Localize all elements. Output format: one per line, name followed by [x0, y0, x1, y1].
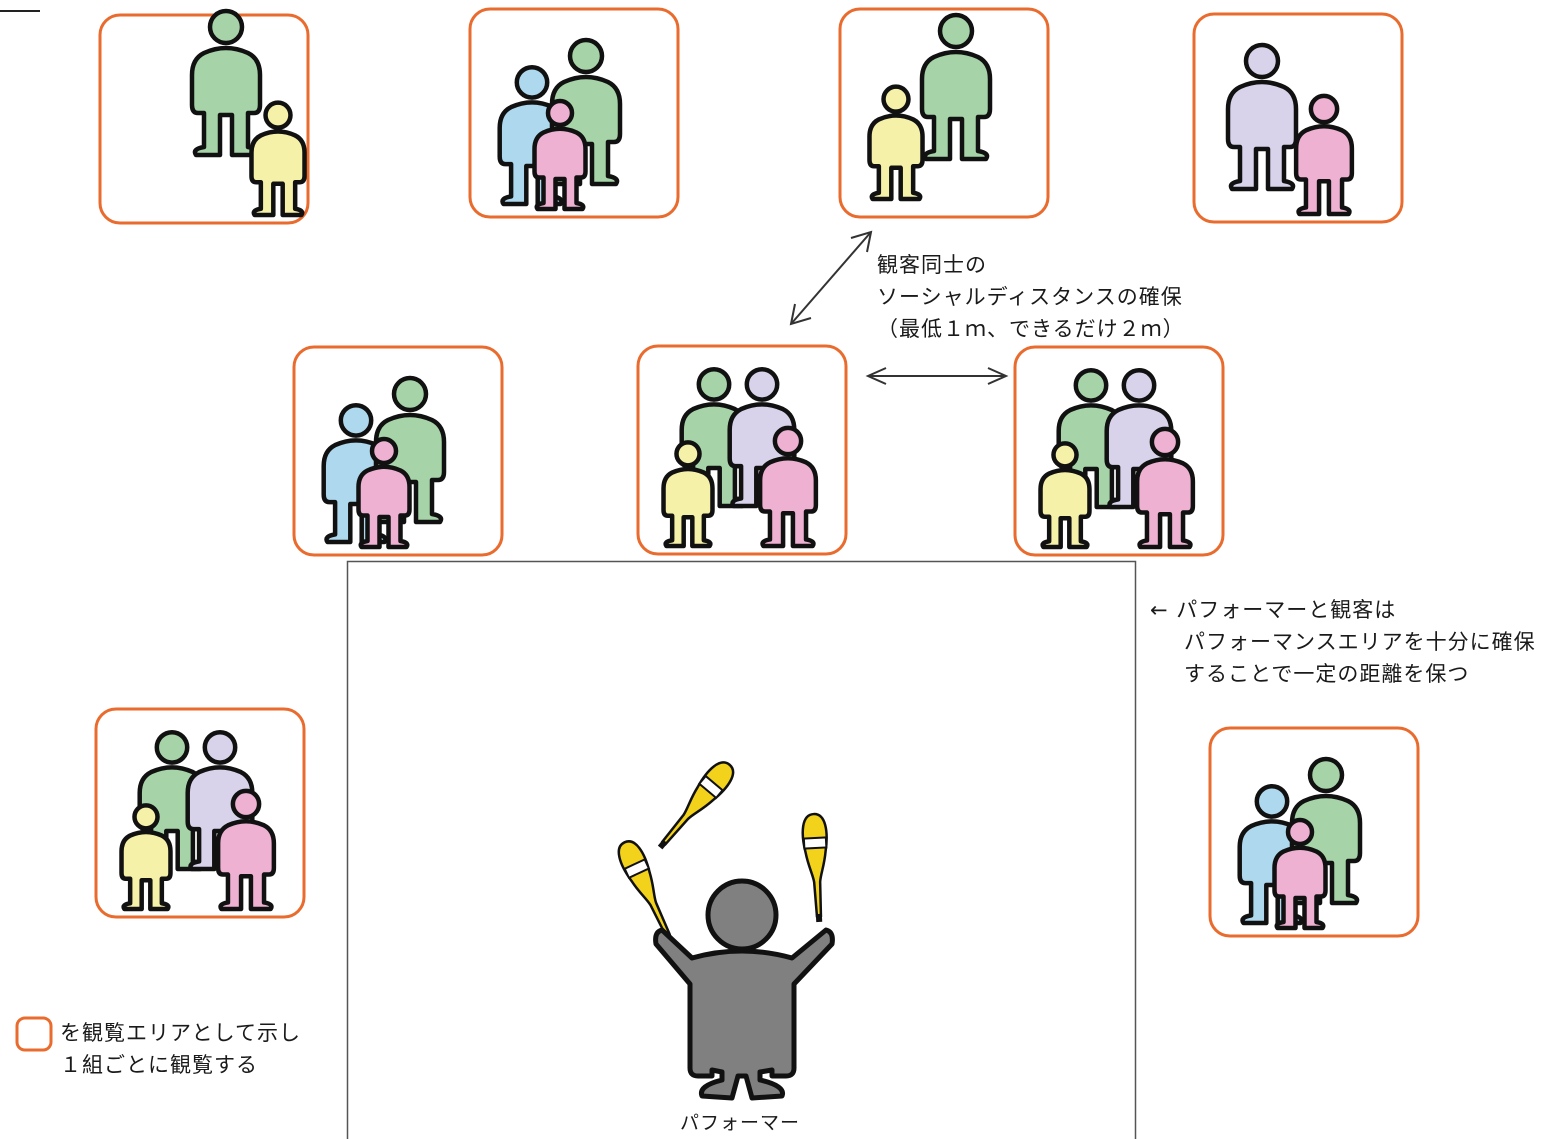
performer-distance-line3: することで一定の距離を保つ [1184, 662, 1470, 686]
performer-label: パフォーマー [680, 1112, 801, 1134]
person-icon [869, 87, 922, 199]
viewing-area-border [292, 345, 504, 557]
viewing-area-border [468, 7, 680, 219]
legend-note: を観覧エリアとして示し １組ごとに観覧する [60, 1017, 301, 1081]
viewing-area-border [636, 344, 848, 556]
viewing-areas [94, 7, 1420, 938]
performer-distance-note: ← パフォーマーと観客は パフォーマンスエリアを十分に確保 することで一定の距離… [1150, 594, 1536, 690]
viewing-area [98, 11, 310, 225]
viewing-area-border [1192, 12, 1404, 224]
viewing-area [468, 7, 680, 219]
viewing-area [94, 707, 306, 919]
viewing-area-border [838, 7, 1050, 219]
legend-line1: を観覧エリアとして示し [60, 1021, 301, 1045]
left-arrow-icon: ← [1150, 598, 1169, 622]
performer-distance-line2: パフォーマンスエリアを十分に確保 [1184, 630, 1536, 654]
person-icon [192, 11, 260, 155]
viewing-area-border [1208, 726, 1420, 938]
person-icon [1228, 45, 1296, 189]
juggling-club-icon [800, 812, 833, 924]
double-arrow-icon [865, 367, 1009, 385]
viewing-area [1192, 12, 1404, 224]
social-distance-note: 観客同士の ソーシャルディスタンスの確保 （最低１ｍ、できるだけ２ｍ） [877, 249, 1185, 345]
viewing-area-border [98, 13, 310, 225]
corner-mark [0, 10, 40, 12]
performer-distance-line1: パフォーマーと観客は [1176, 598, 1397, 622]
social-distance-line3: （最低１ｍ、できるだけ２ｍ） [877, 317, 1185, 341]
performance-area [346, 560, 1137, 1139]
person-icon [251, 103, 304, 215]
person-icon [1296, 96, 1352, 214]
viewing-area [1208, 726, 1420, 938]
viewing-area-border [94, 707, 306, 919]
legend-line2: １組ごとに観覧する [60, 1053, 258, 1077]
viewing-area [292, 345, 504, 557]
viewing-area [838, 7, 1050, 219]
viewing-area [636, 344, 848, 556]
viewing-area [1013, 345, 1225, 557]
double-arrow-icon [789, 230, 873, 326]
social-distance-line2: ソーシャルディスタンスの確保 [877, 285, 1183, 309]
juggling-club-icon [649, 755, 740, 857]
viewing-area-legend-icon [15, 1016, 53, 1052]
juggling-club-icon [612, 836, 683, 947]
performer-icon [653, 878, 835, 1101]
viewing-area-border [1013, 345, 1225, 557]
social-distance-line1: 観客同士の [877, 253, 987, 277]
person-icon [922, 15, 990, 159]
